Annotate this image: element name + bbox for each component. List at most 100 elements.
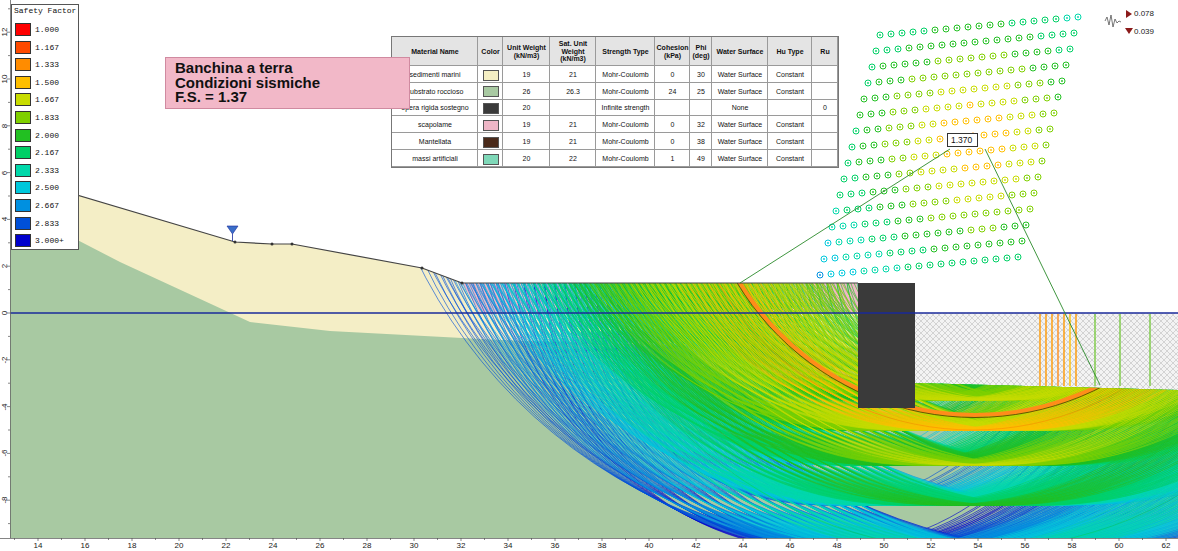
slip-surface xyxy=(620,0,1178,465)
grid-point-dot xyxy=(881,112,883,114)
grid-point-dot xyxy=(931,170,933,172)
grid-point-ring xyxy=(843,254,849,260)
grid-point xyxy=(832,255,838,261)
slip-surface xyxy=(527,0,1178,550)
slip-surface xyxy=(447,0,1178,550)
slip-surface xyxy=(651,0,1178,430)
grid-point xyxy=(942,73,948,79)
slip-surface xyxy=(580,0,1178,505)
slip-surface xyxy=(477,0,1178,550)
slip-surface xyxy=(597,0,1178,430)
slip-surface xyxy=(504,0,1178,505)
slip-surface xyxy=(548,0,1178,465)
grid-point-dot xyxy=(887,174,889,176)
slip-surface xyxy=(721,0,1178,400)
slip-surface xyxy=(582,0,1178,465)
grid-point xyxy=(866,205,872,211)
grid-point xyxy=(876,251,882,257)
slip-surface xyxy=(569,0,1178,430)
grid-point-dot xyxy=(929,92,931,94)
grid-point-dot xyxy=(847,162,849,164)
slip-surface xyxy=(721,40,1111,430)
slip-surface xyxy=(482,0,1178,505)
grid-point-ring xyxy=(877,32,883,38)
slip-surface xyxy=(547,0,1178,430)
grid-point xyxy=(865,80,871,86)
slip-surface xyxy=(545,0,1178,430)
slip-surface xyxy=(653,0,1167,430)
grid-point xyxy=(817,272,823,278)
slip-surface xyxy=(648,0,1178,465)
grid-point xyxy=(837,192,843,198)
slip-surface xyxy=(443,0,1178,550)
slip-surface xyxy=(430,0,1178,505)
water-slice-line xyxy=(1119,314,1120,386)
slip-surface xyxy=(619,0,1178,430)
grid-point-ring xyxy=(918,169,924,175)
water-slice-line xyxy=(1149,314,1150,386)
slip-surface xyxy=(510,0,1178,465)
slip-surface xyxy=(522,0,1178,505)
slip-surface xyxy=(677,0,1127,430)
grid-point-dot xyxy=(850,193,852,195)
slip-surface xyxy=(554,0,1178,465)
grid-point-dot xyxy=(897,48,899,50)
grid-point-dot xyxy=(922,77,924,79)
slip-surface xyxy=(678,0,1178,465)
slip-surface xyxy=(589,0,1159,430)
slip-surface xyxy=(559,0,1178,550)
grid-point-ring xyxy=(861,268,867,274)
grid-point-dot xyxy=(871,66,873,68)
grid-point-ring xyxy=(853,128,859,134)
center-grid xyxy=(817,14,1081,278)
slip-surface xyxy=(512,0,1178,465)
slip-surface xyxy=(612,0,1178,465)
slip-surface xyxy=(681,0,1178,400)
slip-surface xyxy=(519,0,1178,550)
grid-point-ring xyxy=(898,77,904,83)
slip-surface xyxy=(531,0,1178,550)
grid-point xyxy=(883,94,889,100)
grid-point xyxy=(853,128,859,134)
slip-surface xyxy=(627,0,1178,550)
slip-surface xyxy=(555,0,1178,430)
slip-surface xyxy=(501,0,1178,550)
slip-surface xyxy=(565,0,1178,550)
grid-point xyxy=(934,105,940,111)
slip-surface xyxy=(783,0,1178,400)
slip-surface xyxy=(833,52,1178,430)
grid-point-dot xyxy=(895,142,897,144)
slip-surface xyxy=(530,0,1178,465)
grid-point xyxy=(840,223,846,229)
grid-point-dot xyxy=(862,145,864,147)
grid-point-dot xyxy=(867,254,869,256)
grid-point-dot xyxy=(910,125,912,127)
slip-surface xyxy=(585,0,1178,550)
slip-surface xyxy=(572,0,1178,465)
slip-surface xyxy=(845,84,1178,430)
grid-point xyxy=(885,172,891,178)
slip-surface xyxy=(709,0,1178,430)
slip-surface xyxy=(595,0,1178,430)
grid-point xyxy=(873,48,879,54)
grid-point-dot xyxy=(838,241,840,243)
grid-point-ring xyxy=(914,185,920,191)
grid-point-ring xyxy=(879,110,885,116)
grid-point xyxy=(828,271,834,277)
slip-surface xyxy=(507,0,1178,550)
grid-point-dot xyxy=(882,237,884,239)
grid-point-ring xyxy=(895,218,901,224)
slip-surface xyxy=(441,0,1178,550)
grid-point xyxy=(899,202,905,208)
slip-surface xyxy=(472,0,1178,505)
slip-surface xyxy=(519,0,1178,550)
retaining-wall xyxy=(858,283,915,408)
grid-point-ring xyxy=(925,184,931,190)
grid-point-ring xyxy=(917,44,923,50)
water-slice-line xyxy=(1051,314,1052,386)
slip-surface xyxy=(581,0,1178,430)
grid-point-ring xyxy=(876,79,882,85)
grid-point-ring xyxy=(893,140,899,146)
slip-surface xyxy=(663,0,1178,430)
slip-surface xyxy=(480,0,1178,465)
